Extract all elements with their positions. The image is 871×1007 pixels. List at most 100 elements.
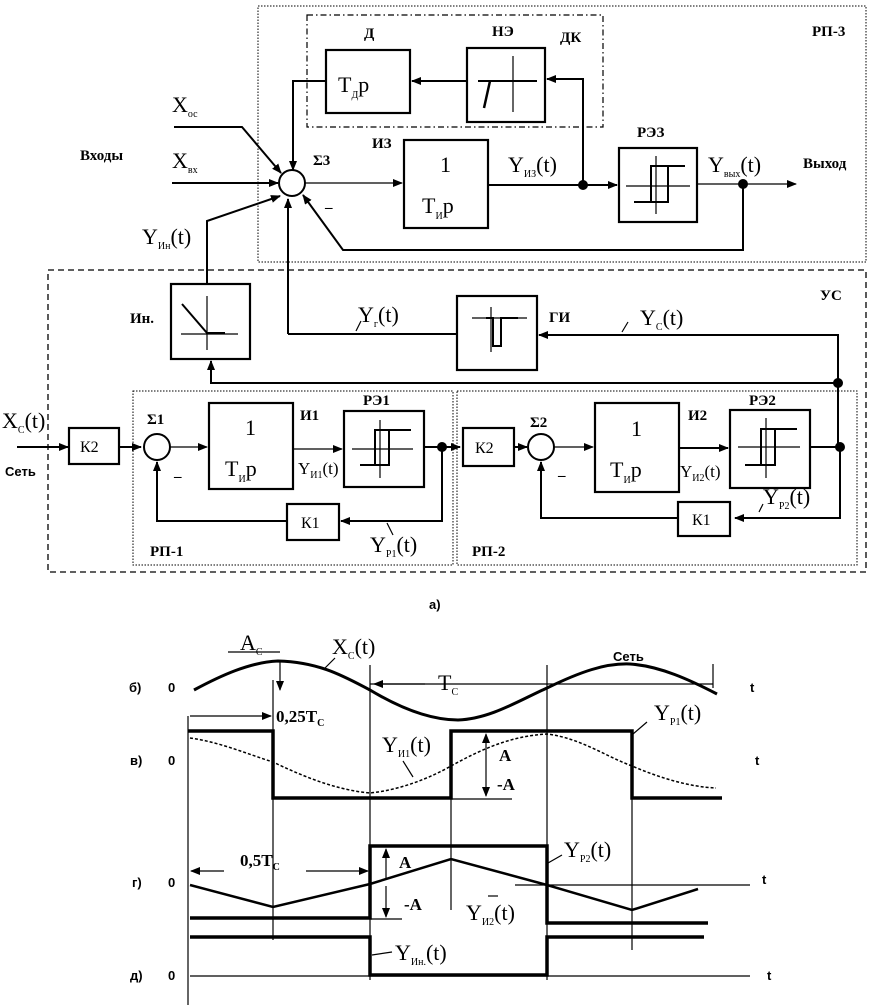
- block-k1-a: [285, 502, 341, 542]
- block-i2-den: TИp: [610, 457, 642, 486]
- block-d-tf: TДp: [338, 72, 369, 101]
- signal-y-p2: YР2(t): [763, 484, 810, 512]
- row-g-t: t: [762, 872, 767, 887]
- block-i1: [207, 401, 295, 491]
- quarter-label: 0,25TС: [276, 707, 324, 729]
- yp1-label: YР1(t): [654, 700, 701, 728]
- rp1-frame: [132, 390, 454, 566]
- yi2-label: YИ2(t): [466, 900, 515, 928]
- rp1-label: РП-1: [150, 544, 183, 560]
- row-v-tag: в): [130, 753, 142, 768]
- block-iz: [402, 138, 490, 230]
- yi2-waveform: [189, 857, 699, 912]
- wire-us-to-in: [207, 360, 838, 384]
- tc-label: TС: [438, 670, 458, 698]
- xc-leader: [324, 657, 336, 669]
- signal-y-c: YС(t): [640, 305, 683, 333]
- row-v-zero: 0: [168, 753, 175, 768]
- summer-s3: [278, 169, 306, 197]
- block-re2: [728, 408, 812, 490]
- block-i2: [593, 401, 681, 494]
- row-b-zero: 0: [168, 680, 175, 695]
- inputs-label: Входы: [80, 148, 123, 164]
- block-gi-label: ГИ: [549, 310, 571, 326]
- yin-label: YИн.(t): [395, 940, 447, 968]
- rp2-label: РП-2: [472, 544, 505, 560]
- yp2-label: YР2(t): [564, 837, 611, 865]
- summer-s2-label: Σ2: [530, 415, 547, 431]
- a-pos-v: A: [499, 746, 512, 765]
- xc-waveform: [193, 659, 718, 722]
- summer-s1: [143, 433, 171, 461]
- deadzone-icon: [478, 56, 537, 112]
- signal-y-g: Yг(t): [358, 302, 399, 330]
- yi1-label: YИ1(t): [382, 732, 431, 760]
- block-ne: [465, 46, 547, 124]
- block-re3-label: РЭЗ: [637, 125, 665, 141]
- row-g-tag: г): [132, 875, 142, 890]
- block-ne-label: НЭ: [492, 24, 514, 40]
- node-yiz: [578, 180, 588, 190]
- tick-yp1: [386, 522, 394, 536]
- block-gi: [455, 294, 539, 372]
- yi1-waveform: [189, 733, 717, 794]
- hysteresis-icon: [738, 418, 800, 478]
- xc-label: XС(t): [332, 634, 375, 662]
- hysteresis-icon: [352, 420, 413, 478]
- caption-a: а): [429, 597, 441, 612]
- block-iz-den: TИp: [422, 193, 454, 222]
- block-in: [169, 282, 252, 361]
- a-neg-g: -A: [404, 895, 423, 914]
- yp1-waveform: [188, 729, 722, 800]
- rp3-label: РП-3: [812, 24, 845, 40]
- block-i1-num: 1: [245, 415, 256, 440]
- signal-y-i2: YИ2(t): [680, 462, 721, 484]
- signal-x-c: XС(t): [2, 408, 45, 436]
- wire-k1a-to-s1: [153, 461, 287, 522]
- block-k1-b-label: К1: [692, 512, 711, 529]
- yin-leader: [371, 951, 393, 956]
- summer-s2: [527, 433, 555, 461]
- tick-yp2: [758, 503, 764, 513]
- signal-x-vx: Xвх: [172, 148, 198, 176]
- row-d-zero: 0: [168, 968, 175, 983]
- net-wave-label: Сеть: [613, 649, 644, 664]
- row-b-t: t: [750, 680, 755, 695]
- row-b-tag: б): [129, 680, 141, 695]
- half-label: 0,5TС: [240, 851, 280, 873]
- yi1-leader: [402, 760, 414, 778]
- block-i1-label: И1: [300, 408, 319, 424]
- block-re2-label: РЭ2: [749, 393, 776, 409]
- rp3-frame: [257, 5, 867, 263]
- yp2-waveform: [190, 844, 708, 925]
- block-k2-b-label: К2: [475, 440, 494, 457]
- block-i2-num: 1: [631, 416, 642, 441]
- tick-yg: [355, 320, 362, 332]
- block-k1-a-label: К1: [301, 515, 320, 532]
- dk-label: ДК: [560, 30, 581, 46]
- block-iz-label: ИЗ: [372, 136, 392, 152]
- block-re1-label: РЭ1: [363, 393, 390, 409]
- wire-yc-to-gi: [538, 331, 839, 339]
- block-k2-a-label: К2: [80, 439, 99, 456]
- wire-k1b-to-s2: [537, 461, 678, 519]
- wire-yp1-feedback: [340, 447, 443, 525]
- s2-minus: –: [557, 468, 566, 484]
- block-d: [324, 48, 412, 115]
- s3-minus: –: [324, 200, 333, 216]
- yin-waveform: [190, 935, 704, 977]
- signal-y-iz: YИЗ(t): [508, 152, 557, 180]
- tick-yc: [621, 321, 629, 333]
- yp2-leader: [547, 854, 563, 864]
- wire-x-os: [174, 126, 282, 174]
- block-iz-num: 1: [440, 152, 451, 177]
- signal-y-p1: YР1(t): [370, 532, 417, 560]
- s1-minus: –: [173, 469, 182, 485]
- inverter-ramp-icon: [181, 296, 238, 350]
- node-us: [833, 378, 843, 388]
- wire-d-to-s3: [289, 80, 326, 171]
- yp1-leader: [632, 721, 648, 735]
- block-re3: [617, 146, 699, 224]
- rp2-frame: [456, 390, 858, 566]
